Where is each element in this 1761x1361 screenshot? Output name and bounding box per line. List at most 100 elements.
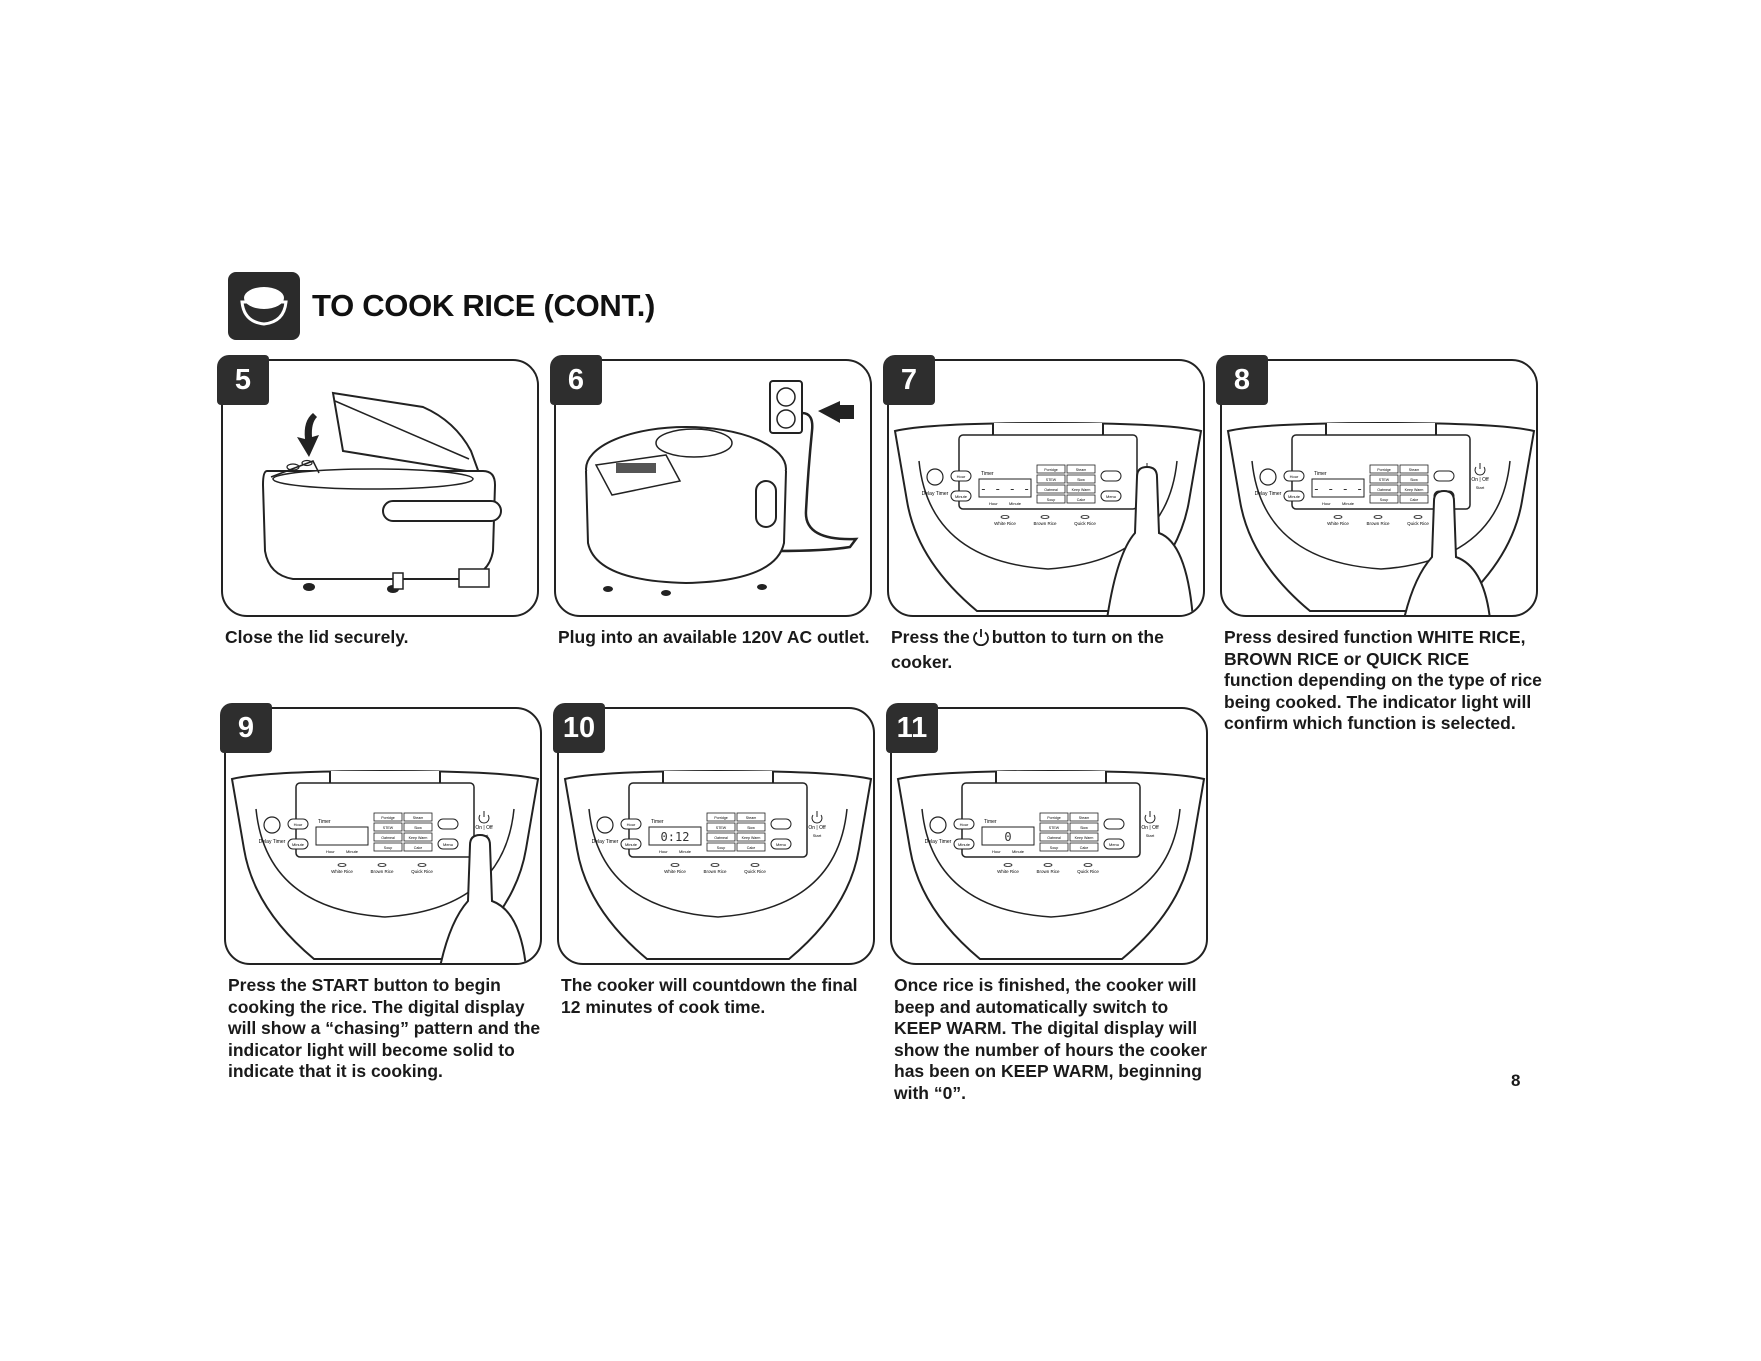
rice-cooker-plug-in-image	[556, 361, 872, 617]
preset-indicator	[1004, 864, 1012, 867]
step-number-badge: 7	[883, 355, 935, 405]
timer-label: Timer	[1314, 471, 1327, 477]
minute-button-label: Minute	[955, 494, 968, 499]
step-number-badge: 6	[550, 355, 602, 405]
function-label: Porridge	[1047, 816, 1061, 820]
display-hour-label: Hour	[1322, 501, 1331, 506]
function-label: Oatmeal	[1377, 488, 1391, 492]
page-title: TO COOK RICE (CONT.)	[312, 288, 655, 324]
function-label: STEW	[1379, 478, 1390, 482]
timer-label: Timer	[984, 819, 997, 825]
rice-cooker-closing-lid-image	[223, 361, 539, 617]
step-number-badge: 5	[217, 355, 269, 405]
delay-timer-label: Delay Timer	[1255, 491, 1282, 497]
preset-label: Quick Rice	[1074, 521, 1096, 526]
on-off-label: On | Off	[475, 825, 493, 831]
delay-timer-label: Delay Timer	[925, 839, 952, 845]
function-label: Keep Warm	[1405, 488, 1424, 492]
preset-label: Brown Rice	[1366, 521, 1390, 526]
keep-warm-button	[1101, 471, 1121, 481]
preset-indicator	[1334, 516, 1342, 519]
step-number-badge: 10	[553, 703, 605, 753]
function-label: Slow	[1410, 478, 1418, 482]
function-label: Cake	[1077, 498, 1085, 502]
minute-button-label: Minute	[625, 842, 638, 847]
preset-label: Brown Rice	[1036, 869, 1060, 874]
preset-indicator	[751, 864, 759, 867]
preset-label: White Rice	[994, 521, 1016, 526]
step-caption: The cooker will countdown the final 12 m…	[561, 975, 879, 1018]
preset-label: White Rice	[664, 869, 686, 874]
function-label: Steam	[413, 816, 423, 820]
hour-button-label: Hour	[957, 474, 966, 479]
function-label: Oatmeal	[1044, 488, 1058, 492]
function-label: Slow	[1080, 826, 1088, 830]
function-label: Soup	[1050, 846, 1058, 850]
function-label: Cake	[747, 846, 755, 850]
keep-warm-button	[1434, 471, 1454, 481]
display-minute-label: Minute	[1342, 501, 1355, 506]
step-caption: Press the START button to begin cooking …	[228, 975, 546, 1083]
step-caption: Press desired function WHITE RICE, BROWN…	[1224, 627, 1542, 735]
start-label: Start	[1476, 485, 1485, 490]
display-minute-label: Minute	[346, 849, 359, 854]
keep-warm-button	[438, 819, 458, 829]
display-hour-label: Hour	[659, 849, 668, 854]
display-hour-label: Hour	[326, 849, 335, 854]
preset-label: Quick Rice	[1407, 521, 1429, 526]
function-label: STEW	[1046, 478, 1057, 482]
function-label: Porridge	[714, 816, 728, 820]
function-label: Keep Warm	[1075, 836, 1094, 840]
preset-indicator	[711, 864, 719, 867]
function-label: Steam	[746, 816, 756, 820]
minute-button-label: Minute	[958, 842, 971, 847]
preset-indicator	[418, 864, 426, 867]
function-label: Soup	[717, 846, 725, 850]
function-label: Porridge	[381, 816, 395, 820]
keep-warm-button	[1104, 819, 1124, 829]
function-label: Cake	[1080, 846, 1088, 850]
function-label: Soup	[1380, 498, 1388, 502]
preset-indicator	[1044, 864, 1052, 867]
function-label: Slow	[747, 826, 755, 830]
hour-button-label: Hour	[960, 822, 969, 827]
preset-label: Quick Rice	[411, 869, 433, 874]
step-number-badge: 11	[886, 703, 938, 753]
on-off-label: On | Off	[1471, 477, 1489, 483]
preset-indicator	[1041, 516, 1049, 519]
function-label: Porridge	[1377, 468, 1391, 472]
delay-timer-label: Delay Timer	[922, 491, 949, 497]
preset-label: Quick Rice	[744, 869, 766, 874]
digital-display	[316, 827, 368, 845]
function-label: Oatmeal	[381, 836, 395, 840]
section-header: TO COOK RICE (CONT.)	[228, 272, 655, 340]
display-minute-label: Minute	[679, 849, 692, 854]
timer-label: Timer	[651, 819, 664, 825]
step-caption: Once rice is finished, the cooker will b…	[894, 975, 1212, 1104]
function-label: STEW	[1049, 826, 1060, 830]
preset-label: White Rice	[1327, 521, 1349, 526]
menu-button-label: Menu	[443, 842, 453, 847]
preset-indicator	[1084, 864, 1092, 867]
preset-indicator	[1001, 516, 1009, 519]
preset-label: White Rice	[331, 869, 353, 874]
function-label: Keep Warm	[1072, 488, 1091, 492]
preset-indicator	[378, 864, 386, 867]
keep-warm-button	[771, 819, 791, 829]
timer-label: Timer	[981, 471, 994, 477]
preset-label: Brown Rice	[703, 869, 727, 874]
function-label: Oatmeal	[714, 836, 728, 840]
function-label: Steam	[1079, 816, 1089, 820]
start-label: Start	[1146, 833, 1155, 838]
preset-indicator	[1081, 516, 1089, 519]
display-hour-label: Hour	[992, 849, 1001, 854]
display-minute-label: Minute	[1009, 501, 1022, 506]
page-number: 8	[1511, 1071, 1520, 1091]
step-caption: Plug into an available 120V AC outlet.	[558, 627, 876, 649]
step-number-badge: 9	[220, 703, 272, 753]
